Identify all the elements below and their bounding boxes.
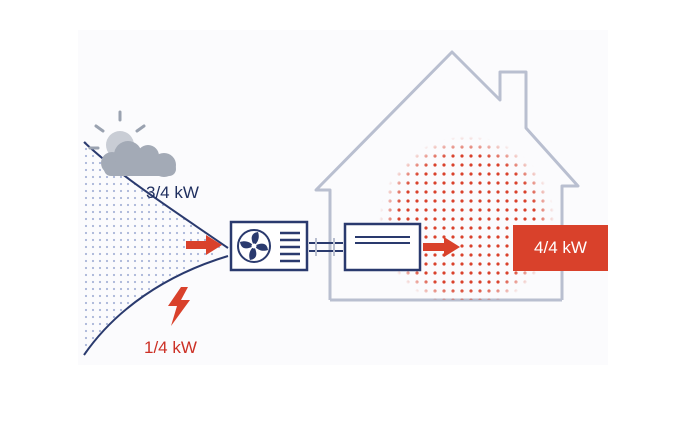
lower-curve bbox=[83, 255, 229, 356]
outdoor-unit bbox=[229, 220, 309, 272]
heat-dots bbox=[370, 130, 570, 300]
electric-input-label: 1/4 kW bbox=[144, 338, 197, 357]
fan-icon bbox=[240, 232, 268, 260]
ambient-heat-label: 3/4 kW bbox=[146, 183, 199, 202]
upper-curve bbox=[83, 141, 229, 249]
heat-output-badge: 4/4 kW bbox=[513, 225, 608, 271]
lightning-icon bbox=[168, 287, 190, 326]
arrow-right-icon bbox=[186, 235, 222, 255]
heat-output-label: 4/4 kW bbox=[534, 238, 587, 257]
indoor-unit bbox=[343, 222, 422, 272]
connecting-pipes bbox=[309, 238, 343, 256]
cloud-icon bbox=[101, 141, 176, 177]
arrow-right-icon bbox=[423, 237, 460, 257]
